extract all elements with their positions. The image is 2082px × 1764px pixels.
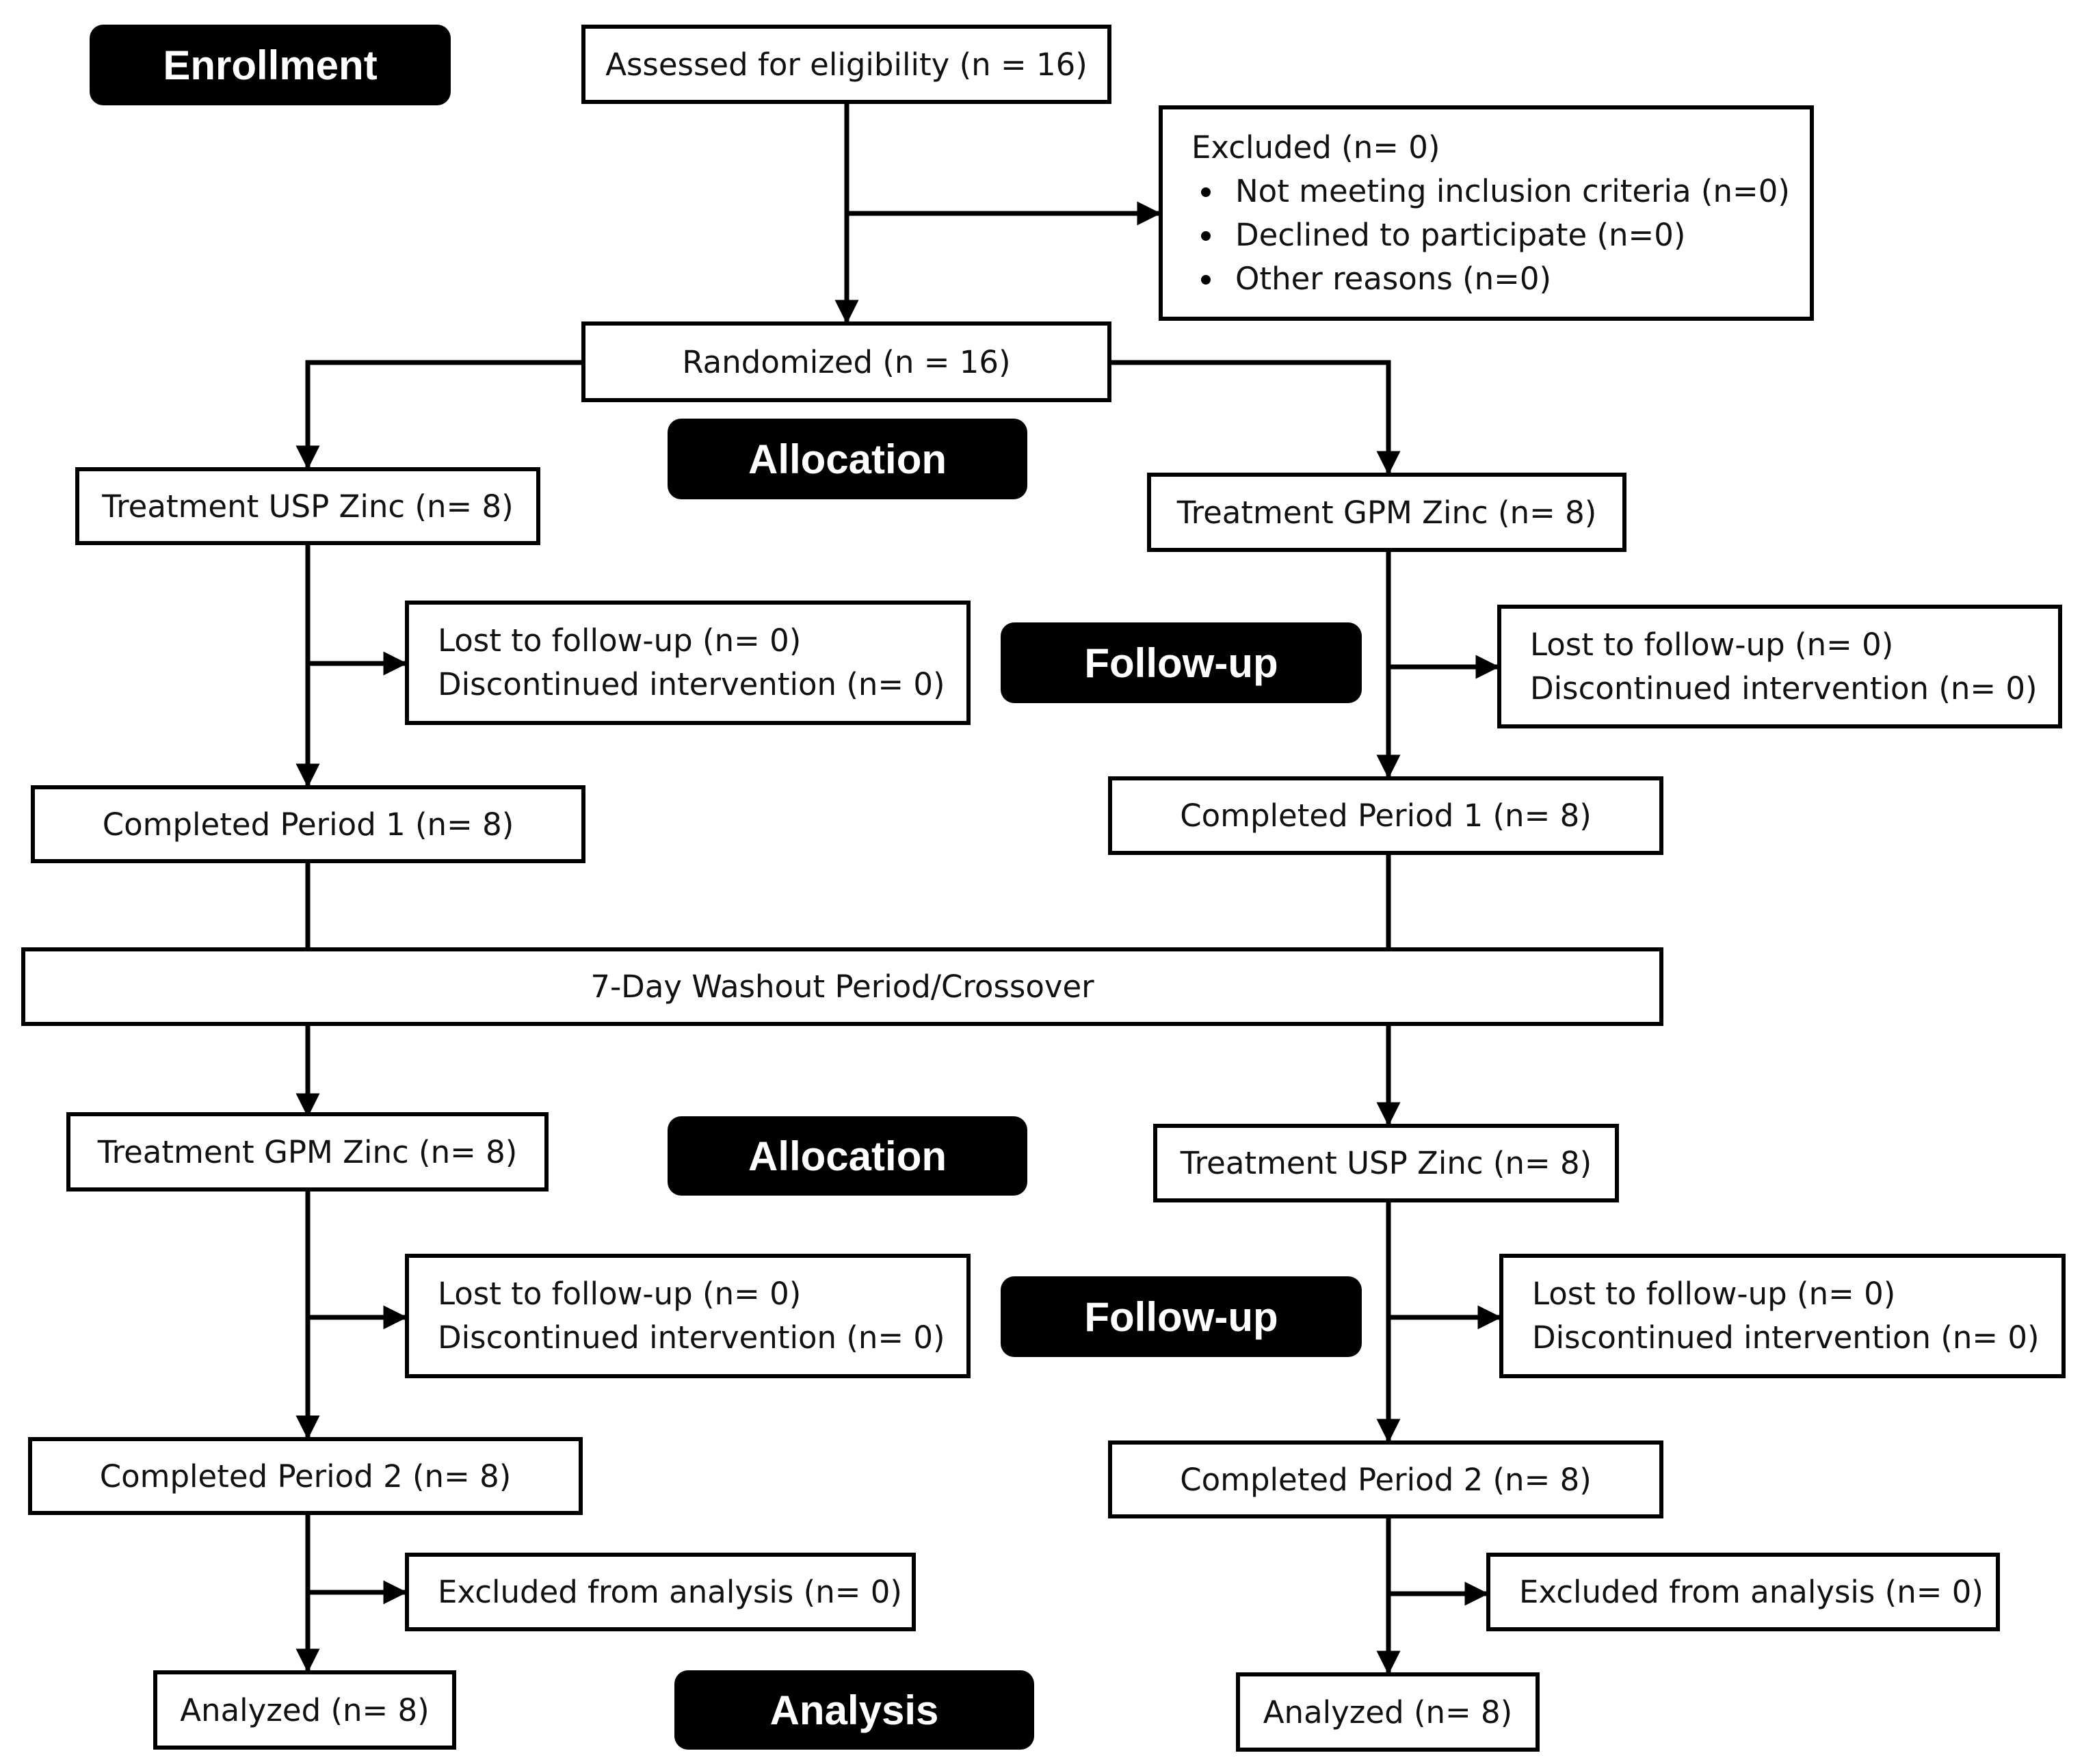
discontinued-text: Discontinued intervention (n= 0) — [1530, 670, 2038, 707]
stage-label-allocation-2: Allocation — [668, 1116, 1027, 1196]
randomized-box: Randomized (n = 16) — [581, 321, 1111, 402]
left-p2-completed-box: Completed Period 2 (n= 8) — [28, 1437, 583, 1515]
discontinued-text: Discontinued intervention (n= 0) — [438, 1319, 945, 1356]
right-p2-treatment-box: Treatment USP Zinc (n= 8) — [1153, 1124, 1619, 1202]
left-p2-lost-box: Lost to follow-up (n= 0) Discontinued in… — [405, 1254, 971, 1378]
lost-to-followup-text: Lost to follow-up (n= 0) — [438, 622, 802, 659]
excluded-reason: Not meeting inclusion criteria (n=0) — [1191, 170, 1790, 213]
right-p1-treatment-box: Treatment GPM Zinc (n= 8) — [1147, 473, 1626, 552]
discontinued-text: Discontinued intervention (n= 0) — [1532, 1319, 2040, 1356]
left-p2-excluded-analysis-box: Excluded from analysis (n= 0) — [405, 1553, 916, 1631]
right-p2-completed-box: Completed Period 2 (n= 8) — [1108, 1440, 1663, 1518]
assessed-box: Assessed for eligibility (n = 16) — [581, 25, 1111, 104]
left-p2-treatment-box: Treatment GPM Zinc (n= 8) — [66, 1112, 549, 1192]
excluded-title: Excluded (n= 0) — [1191, 129, 1440, 166]
left-p1-lost-box: Lost to follow-up (n= 0) Discontinued in… — [405, 601, 971, 725]
discontinued-text: Discontinued intervention (n= 0) — [438, 666, 945, 702]
left-p1-treatment-box: Treatment USP Zinc (n= 8) — [75, 467, 540, 545]
excluded-reason: Other reasons (n=0) — [1191, 257, 1790, 301]
washout-box: 7-Day Washout Period/Crossover — [21, 947, 1663, 1026]
right-p1-completed-box: Completed Period 1 (n= 8) — [1108, 776, 1663, 855]
stage-label-followup-1: Follow-up — [1001, 622, 1362, 703]
arrow-randomized-to-right-arm — [1110, 360, 1401, 475]
excluded-reasons-list: Not meeting inclusion criteria (n=0) Dec… — [1191, 170, 1790, 301]
stage-label-enrollment: Enrollment — [90, 25, 451, 105]
lost-to-followup-text: Lost to follow-up (n= 0) — [1532, 1276, 1896, 1312]
right-analyzed-box: Analyzed (n= 8) — [1236, 1672, 1540, 1752]
excluded-reason: Declined to participate (n=0) — [1191, 213, 1790, 257]
stage-label-analysis: Analysis — [674, 1670, 1034, 1750]
stage-label-followup-2: Follow-up — [1001, 1276, 1362, 1357]
left-p1-completed-box: Completed Period 1 (n= 8) — [31, 785, 585, 863]
stage-label-allocation-1: Allocation — [668, 419, 1027, 499]
right-p2-excluded-analysis-box: Excluded from analysis (n= 0) — [1486, 1553, 2000, 1631]
right-p2-lost-box: Lost to follow-up (n= 0) Discontinued in… — [1499, 1254, 2066, 1378]
excluded-box: Excluded (n= 0) Not meeting inclusion cr… — [1159, 105, 1814, 321]
arrow-randomized-to-left-arm — [295, 360, 585, 470]
lost-to-followup-text: Lost to follow-up (n= 0) — [438, 1276, 802, 1312]
left-analyzed-box: Analyzed (n= 8) — [153, 1670, 456, 1750]
lost-to-followup-text: Lost to follow-up (n= 0) — [1530, 626, 1894, 663]
right-p1-lost-box: Lost to follow-up (n= 0) Discontinued in… — [1497, 605, 2062, 728]
